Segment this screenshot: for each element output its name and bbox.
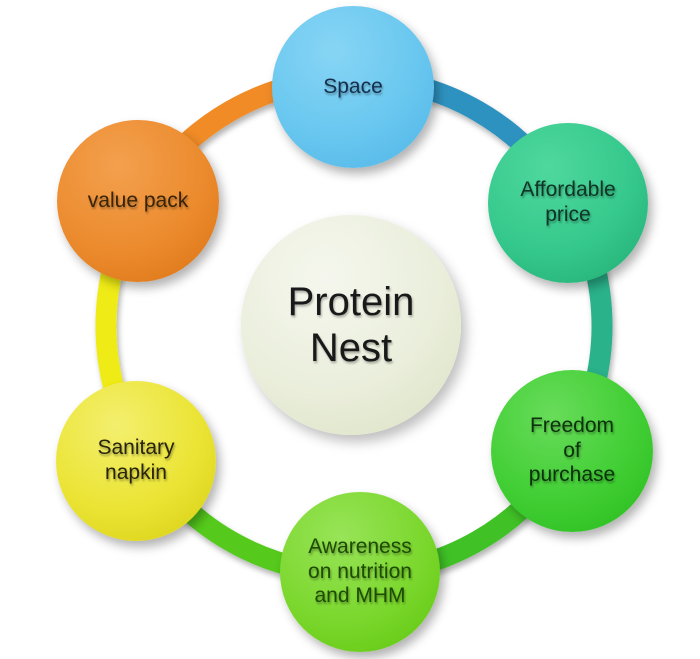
node-sanitary-napkin: Sanitary napkin (56, 381, 216, 541)
node-awareness-label: Awareness on nutrition and MHM (308, 535, 412, 608)
node-freedom-of-purchase-label: Freedom of purchase (528, 414, 616, 487)
center-node: Protein Nest (241, 215, 461, 435)
node-value-pack-label: value pack (87, 188, 189, 212)
node-space-label: Space (323, 74, 383, 98)
node-space: Space (272, 6, 434, 168)
node-affordable-price: Affordable price (488, 123, 648, 283)
node-awareness: Awareness on nutrition and MHM (280, 492, 440, 652)
center-node-label: Protein Nest (287, 280, 415, 370)
node-affordable-price-label: Affordable price (520, 178, 616, 226)
node-value-pack: value pack (57, 120, 219, 282)
node-sanitary-napkin-label: Sanitary napkin (97, 436, 175, 484)
node-freedom-of-purchase: Freedom of purchase (491, 370, 653, 532)
